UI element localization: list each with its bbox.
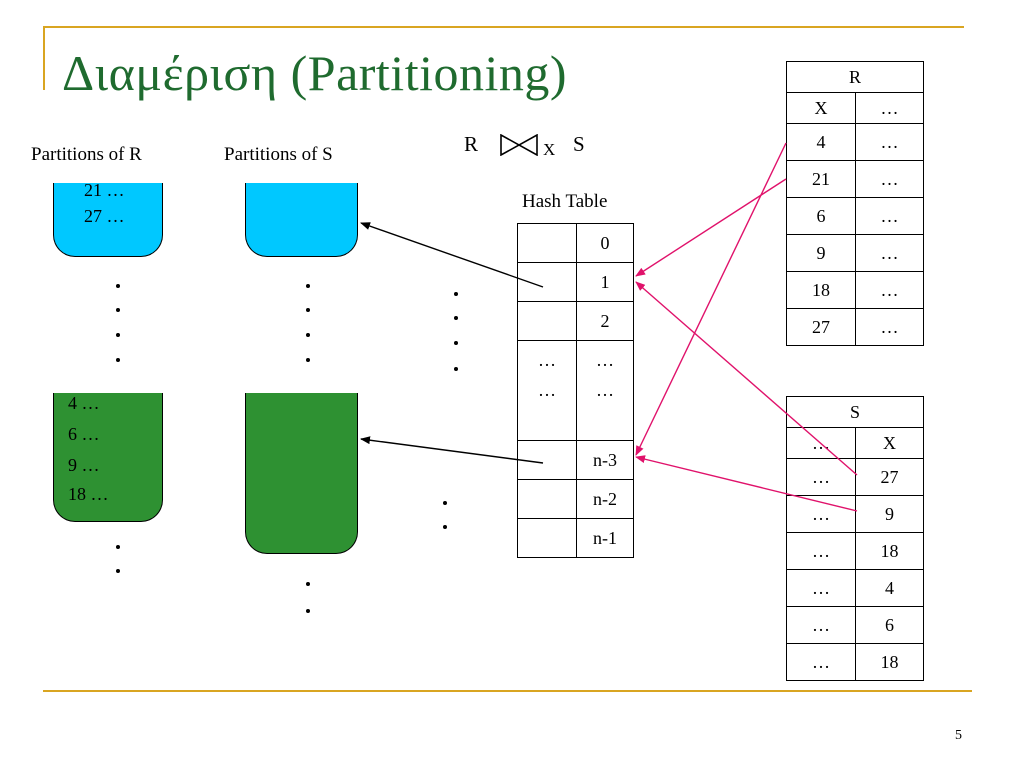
arrow-r27-to-bucketn3 bbox=[635, 142, 787, 456]
dot bbox=[454, 341, 458, 345]
relation-r-cell: 9 bbox=[786, 234, 856, 272]
r-bucket-bottom-line: 6 … bbox=[68, 424, 100, 444]
relation-s-cell: … bbox=[786, 569, 856, 607]
page-number: 5 bbox=[955, 728, 962, 743]
arrow-bucket1-to-s-top bbox=[360, 222, 544, 288]
dot bbox=[116, 333, 120, 337]
join-left: R bbox=[464, 132, 479, 156]
hash-cell-bucket: 2 bbox=[576, 301, 634, 341]
join-symbol-icon bbox=[500, 133, 538, 161]
r-bucket-top: 21 … 27 … bbox=[53, 180, 163, 257]
partitions-r-label: Partitions of R bbox=[31, 144, 142, 165]
title-rule-vertical bbox=[43, 26, 45, 90]
r-bucket-top-line: 27 … bbox=[84, 206, 125, 226]
hash-table: 0 1 2 … …… … n-3 n-2 n-1 bbox=[517, 223, 634, 558]
relation-r-cell: … bbox=[855, 197, 924, 235]
r-bucket-bottom-line: 9 … bbox=[68, 455, 100, 475]
arrow-r21-to-bucket1 bbox=[635, 178, 787, 277]
relation-r-cell: … bbox=[855, 308, 924, 346]
relation-r-cell: 6 bbox=[786, 197, 856, 235]
dot bbox=[443, 501, 447, 505]
dot bbox=[116, 358, 120, 362]
hash-table-label: Hash Table bbox=[522, 191, 608, 212]
dot bbox=[306, 358, 310, 362]
arrow-s9-to-bucketn3 bbox=[635, 455, 858, 512]
hash-cell-bucket: 1 bbox=[576, 262, 634, 302]
relation-s-cell: 6 bbox=[855, 606, 924, 644]
dot bbox=[306, 333, 310, 337]
hash-cell-left: … … bbox=[517, 340, 577, 441]
relation-s-table: S …X …27 …9 …18 …4 …6 …18 bbox=[786, 396, 924, 681]
dot bbox=[306, 308, 310, 312]
dot bbox=[116, 308, 120, 312]
relation-r-cell: … bbox=[855, 271, 924, 309]
arrow-s27-to-bucket1 bbox=[635, 281, 858, 476]
title-rule-horizontal bbox=[43, 26, 964, 28]
page-title: Διαμέριση (Partitioning) bbox=[62, 45, 568, 101]
hash-cell-left bbox=[517, 301, 577, 341]
r-bucket-bottom-line: 18 … bbox=[68, 484, 109, 504]
s-bucket-bottom bbox=[245, 393, 358, 554]
dot bbox=[443, 525, 447, 529]
join-right: S bbox=[573, 132, 585, 156]
r-bucket-bottom: 4 … 6 … 9 … 18 … bbox=[53, 393, 163, 522]
footer-rule bbox=[43, 690, 972, 692]
relation-s-cell: 9 bbox=[855, 495, 924, 533]
relation-s-cell: 27 bbox=[855, 458, 924, 496]
relation-r-cell: … bbox=[855, 160, 924, 198]
join-subscript: X bbox=[543, 140, 556, 159]
dot bbox=[454, 367, 458, 371]
dot bbox=[454, 316, 458, 320]
relation-r-cell: … bbox=[855, 234, 924, 272]
relation-r-table: R X… 4… 21… 6… 9… 18… 27… bbox=[786, 61, 924, 346]
relation-s-cell: 18 bbox=[855, 532, 924, 570]
dot bbox=[116, 284, 120, 288]
dot bbox=[306, 284, 310, 288]
partitions-s-label: Partitions of S bbox=[224, 144, 333, 165]
r-bucket-top-line: 21 … bbox=[84, 180, 125, 200]
dot bbox=[306, 582, 310, 586]
dot bbox=[454, 292, 458, 296]
relation-s-cell: … bbox=[786, 643, 856, 681]
relation-s-header-cell: X bbox=[855, 427, 924, 459]
arrow-bucketn3-to-s-bottom bbox=[360, 436, 544, 464]
dot bbox=[306, 609, 310, 613]
s-bucket-top bbox=[245, 183, 358, 257]
dot bbox=[116, 545, 120, 549]
r-bucket-bottom-line: 4 … bbox=[68, 393, 100, 413]
relation-s-cell: 18 bbox=[855, 643, 924, 681]
dot bbox=[116, 569, 120, 573]
hash-cell-left bbox=[517, 518, 577, 558]
hash-cell-bucket: n-1 bbox=[576, 518, 634, 558]
